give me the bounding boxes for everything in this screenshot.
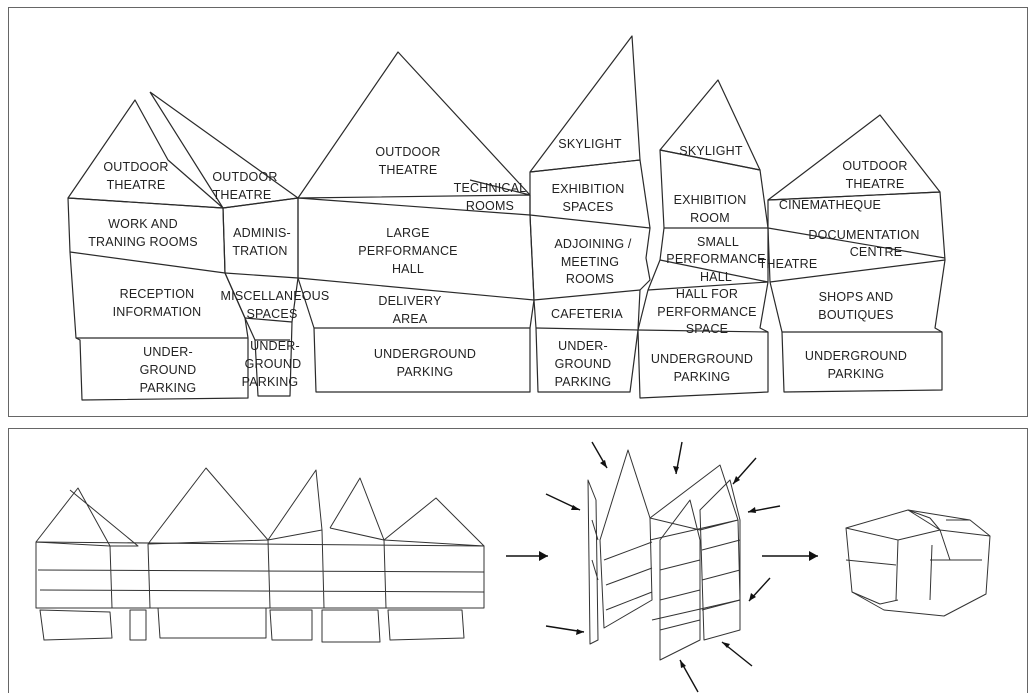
block-6-div — [767, 227, 946, 333]
strip-body — [35, 541, 485, 609]
fold-panel-2 — [599, 449, 653, 629]
block-1-roof — [67, 99, 224, 209]
strip-roof-4 — [329, 477, 385, 541]
strip-roof-1 — [35, 487, 139, 547]
unfolded-strip — [35, 467, 485, 643]
force-arrows — [545, 441, 781, 693]
building-outlines — [67, 35, 946, 401]
label-cafeteria: CAFETERIA — [551, 307, 623, 321]
strip-roof-3 — [267, 469, 323, 541]
block-1-div — [67, 197, 248, 339]
bottom-diagram-panel — [8, 428, 1028, 693]
flow-arrow-1 — [506, 551, 548, 561]
strip-roof-2 — [147, 467, 269, 545]
label-administration: ADMINIS-TRATION — [232, 226, 291, 258]
strip-parking — [39, 607, 465, 643]
fold-panel-3 — [649, 464, 741, 621]
folding-composition — [587, 449, 741, 661]
block-6-body — [767, 191, 946, 393]
block-4-div — [529, 214, 651, 331]
block-5-div — [637, 227, 769, 333]
fold-panel-5 — [699, 479, 741, 641]
block-3-div — [297, 179, 535, 329]
flow-arrow-2 — [762, 551, 818, 561]
top-diagram-panel — [8, 7, 1028, 417]
strip-roof-5 — [383, 497, 485, 547]
label-theatre: THEATRE — [759, 257, 818, 271]
mass-edges — [845, 509, 991, 605]
fold-panel-4 — [659, 499, 701, 661]
label-skylight-1: SKYLIGHT — [558, 137, 622, 151]
final-massing — [845, 509, 991, 617]
strip-body-lines — [37, 529, 485, 609]
fold-panel-1 — [587, 479, 599, 645]
mass-outline — [845, 509, 991, 617]
block-3-roof — [297, 51, 531, 199]
block-2-div — [224, 272, 299, 341]
label-skylight-2: SKYLIGHT — [679, 144, 743, 158]
label-cinematheque: CINEMATHEQUE — [779, 198, 881, 212]
